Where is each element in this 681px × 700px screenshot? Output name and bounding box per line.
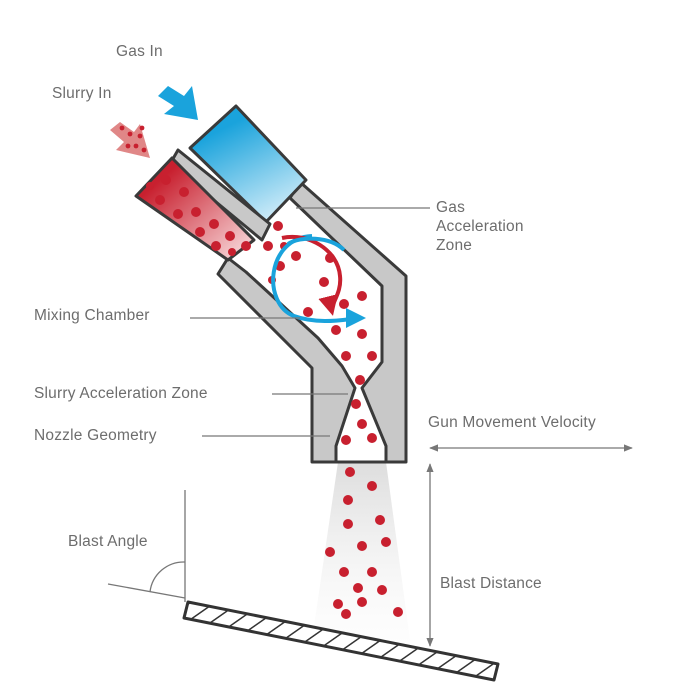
leader-lines [190,207,430,437]
spray-particles [325,467,403,619]
gun-velocity-label: Gun Movement Velocity [428,414,596,431]
workpiece-plate [182,600,500,682]
slurry-tube-particles [146,175,251,256]
mixing-chamber-label: Mixing Chamber [34,307,150,324]
gas-in-label: Gas In [116,43,163,60]
gas-in-arrow-icon [158,86,198,120]
slurry-in-arrow-icon [110,122,150,158]
swirl-blue-icon [271,234,366,329]
gas-acceleration-label-1: Gas [436,199,465,216]
slurry-in-label: Slurry In [52,85,112,102]
nozzle-geometry-label: Nozzle Geometry [34,427,157,444]
blast-angle-label: Blast Angle [68,533,148,550]
spray-cone [312,462,410,640]
gas-acceleration-label-2: Acceleration [436,218,524,235]
slurry-acceleration-label: Slurry Acceleration Zone [34,385,208,402]
blast-angle-marker [107,490,186,602]
swirl-blue-upper-icon [286,236,346,252]
chamber-particles [263,221,377,445]
blast-distance-label: Blast Distance [440,575,542,592]
gas-acceleration-label-3: Zone [436,237,472,254]
